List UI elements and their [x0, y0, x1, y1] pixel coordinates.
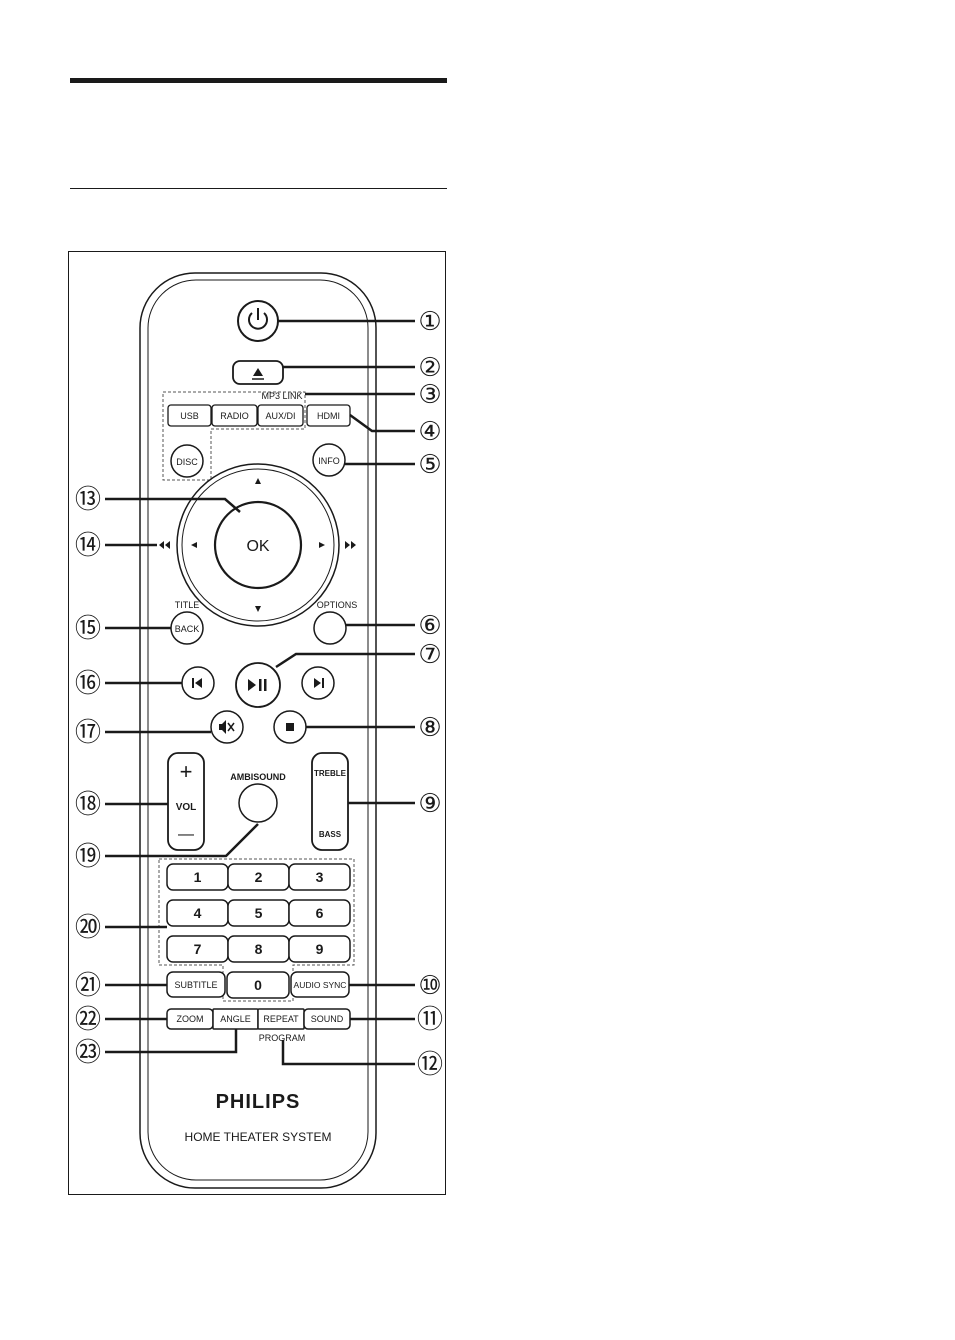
callout-3: ③: [418, 380, 441, 410]
callout-17: ⑰: [75, 718, 101, 748]
repeat-label: REPEAT: [263, 1014, 299, 1024]
callout-21: ㉑: [75, 971, 101, 1001]
stop-icon: [286, 723, 294, 731]
zoom-label: ZOOM: [177, 1014, 204, 1024]
callout-14: ⑭: [75, 531, 101, 561]
callout-12: ⑫: [417, 1050, 443, 1080]
numeric-keypad: 1 2 3 4 5 6 7 8 9: [167, 864, 350, 962]
ambisound-button[interactable]: [239, 784, 277, 822]
callout-20: ⑳: [75, 913, 101, 943]
key-3-label: 3: [316, 869, 324, 885]
callout-2: ②: [418, 353, 441, 383]
key-8-label: 8: [255, 941, 263, 957]
callout-5: ⑤: [418, 450, 441, 480]
options-label: OPTIONS: [317, 600, 358, 610]
radio-label: RADIO: [220, 411, 249, 421]
philips-logo: PHILIPS: [216, 1091, 301, 1113]
subtitle-label: SUBTITLE: [174, 980, 217, 990]
power-button[interactable]: [238, 301, 278, 341]
key-2-label: 2: [255, 869, 263, 885]
callout-13: ⑬: [75, 485, 101, 515]
sound-label: SOUND: [311, 1014, 344, 1024]
title-label: TITLE: [175, 600, 200, 610]
treble-label[interactable]: TREBLE: [314, 769, 347, 778]
callout-23: ㉓: [75, 1038, 101, 1068]
auxdi-label: AUX/DI: [265, 411, 295, 421]
play-pause-button[interactable]: [236, 663, 280, 707]
callout-8: ⑧: [418, 713, 441, 743]
mute-button[interactable]: [211, 711, 243, 743]
bass-label[interactable]: BASS: [319, 830, 342, 839]
callout-11: ⑪: [417, 1005, 443, 1035]
callout-6: ⑥: [418, 611, 441, 641]
hdmi-label: HDMI: [317, 411, 340, 421]
callout-1: ①: [418, 307, 441, 337]
ambisound-label: AMBISOUND: [230, 772, 286, 782]
callout-16: ⑯: [75, 669, 101, 699]
key-1-label: 1: [194, 869, 202, 885]
callout-19: ⑲: [75, 842, 101, 872]
volume-down-label[interactable]: —: [178, 826, 194, 843]
key-0-label: 0: [254, 977, 262, 993]
callout-22: ㉒: [75, 1005, 101, 1035]
key-6-label: 6: [316, 905, 324, 921]
key-5-label: 5: [255, 905, 263, 921]
callout-10: ⑩: [418, 971, 441, 1001]
callout-4: ④: [418, 417, 441, 447]
key-9-label: 9: [316, 941, 324, 957]
usb-label: USB: [180, 411, 199, 421]
key-7-label: 7: [194, 941, 202, 957]
callout-9: ⑨: [418, 789, 441, 819]
callout-15: ⑮: [75, 614, 101, 644]
volume-up-label[interactable]: +: [180, 759, 193, 784]
disc-label: DISC: [176, 457, 198, 467]
info-label: INFO: [318, 456, 340, 466]
callout-18: ⑱: [75, 790, 101, 820]
key-4-label: 4: [194, 905, 202, 921]
vol-label: VOL: [176, 802, 197, 813]
angle-label: ANGLE: [220, 1014, 251, 1024]
ok-label: OK: [246, 538, 269, 555]
callout-7: ⑦: [418, 640, 441, 670]
back-label: BACK: [175, 624, 200, 634]
mp3-link-label: MP3 LINK: [261, 391, 302, 401]
options-button[interactable]: [314, 612, 346, 644]
audio-sync-label: AUDIO SYNC: [294, 980, 347, 990]
model-text: HOME THEATER SYSTEM: [185, 1130, 332, 1144]
